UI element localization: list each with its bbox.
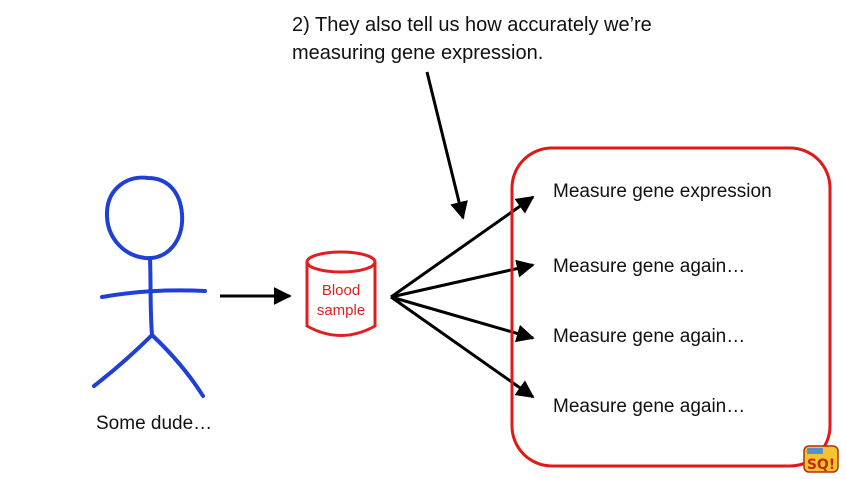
fan-out-arrows: [390, 195, 535, 399]
stick-figure-body: [148, 256, 154, 337]
arrow-to-measurement-2: [390, 259, 535, 299]
blood-sample-label-line-1: Blood: [321, 282, 361, 299]
stick-figure-right-leg: [150, 333, 205, 398]
stick-figure-left-leg: [92, 333, 154, 388]
measurement-label: Measure gene expression: [553, 181, 772, 202]
person-label: Some dude…: [96, 413, 213, 434]
arrow-to-measurement-1: [390, 195, 535, 299]
arrow-to-measurement-3: [390, 295, 535, 343]
annotation-caption-line-1: 2) They also tell us how accurately we’r…: [292, 14, 652, 36]
blood-sample-label: Blood sample: [306, 281, 376, 321]
stick-figure: [92, 175, 207, 398]
measurement-label: Measure gene again…: [553, 256, 746, 277]
arrow-to-measurement-4: [390, 295, 535, 399]
measurements-box: [510, 146, 832, 468]
measurement-label: Measure gene again…: [553, 396, 746, 417]
arrow-caption-pointer: [425, 71, 468, 220]
statquest-logo: SQ!: [803, 445, 839, 473]
measurement-label: Measure gene again…: [553, 326, 746, 347]
stick-figure-head: [104, 175, 185, 261]
annotation-caption-line-2: measuring gene expression.: [292, 42, 544, 64]
svg-text:SQ!: SQ!: [807, 457, 835, 473]
blood-sample-label-line-2: sample: [316, 302, 366, 319]
stick-figure-arms: [100, 288, 207, 299]
annotation-caption: 2) They also tell us how accurately we’r…: [292, 11, 652, 67]
blood-sample-cylinder: [305, 250, 377, 337]
